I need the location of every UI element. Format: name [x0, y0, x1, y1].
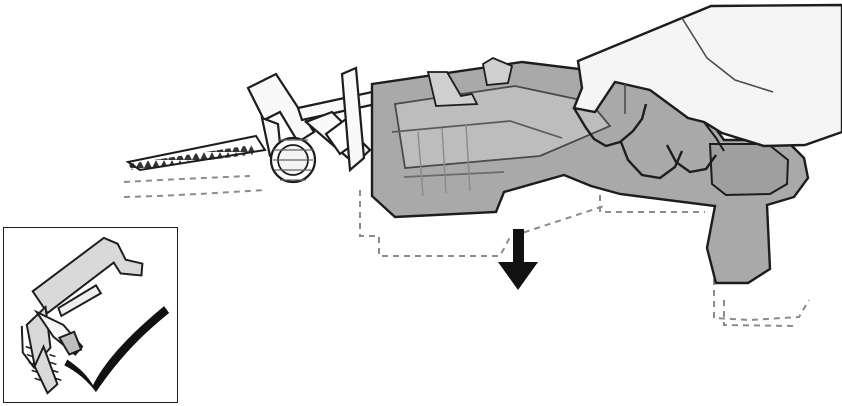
saw-blade [128, 136, 265, 170]
shoe-detail [22, 238, 143, 393]
press-down-arrow [498, 229, 538, 290]
inset-detail-box [3, 227, 178, 403]
blade-clamp-knob [271, 138, 315, 182]
shoe-check-inset [4, 228, 177, 402]
